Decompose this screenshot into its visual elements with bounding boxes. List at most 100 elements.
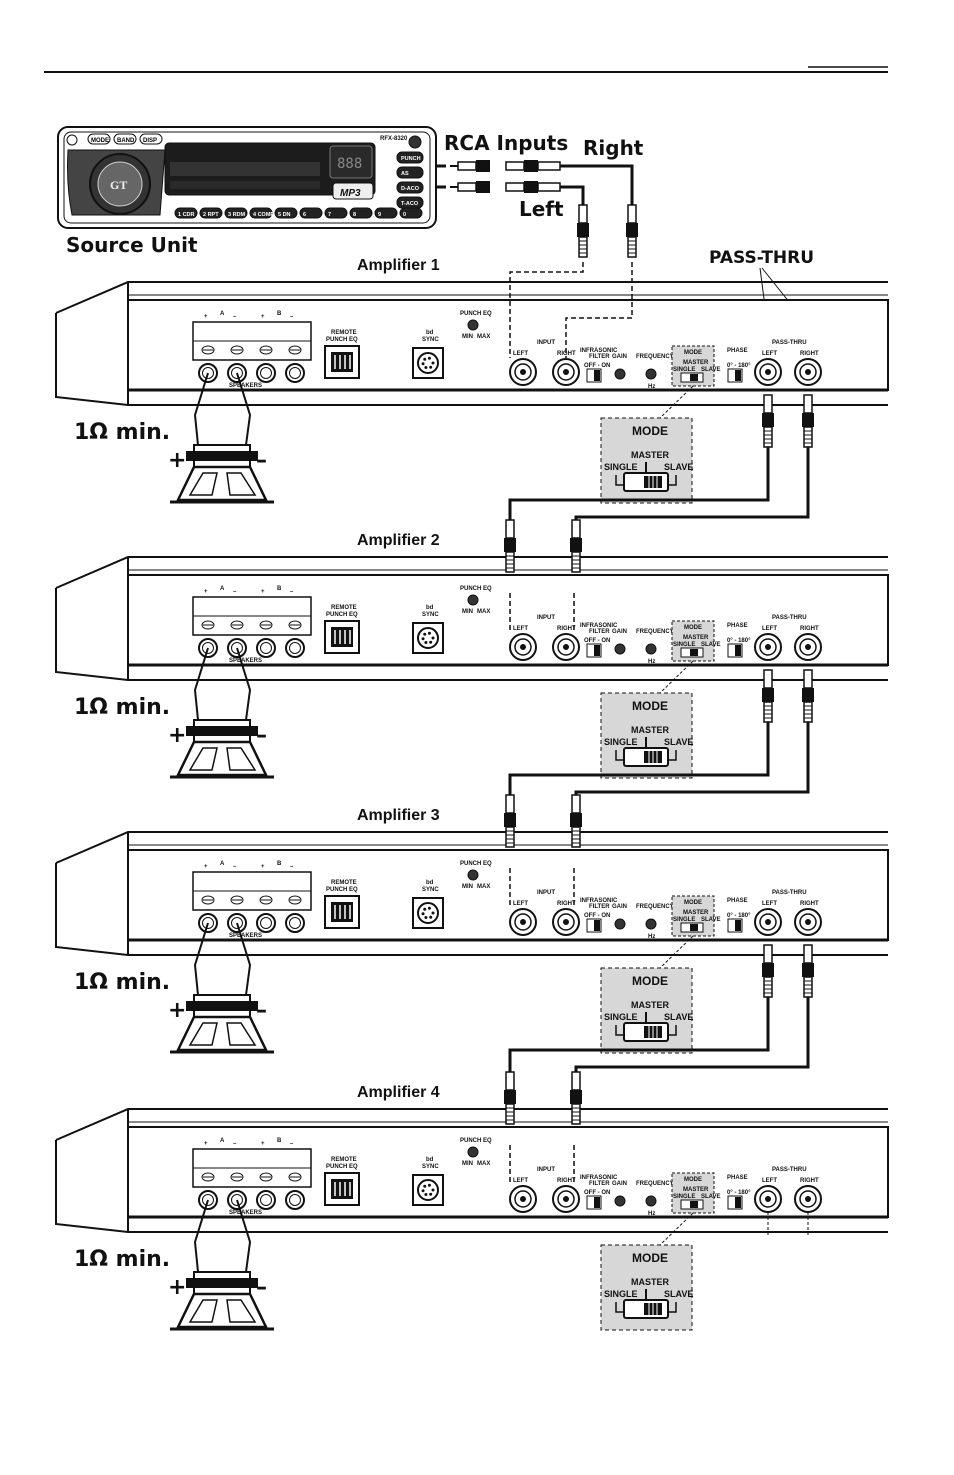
phase-range-label: 0° - 180° bbox=[727, 913, 751, 919]
bd-label: bd bbox=[426, 880, 434, 886]
speaker-basket-window bbox=[188, 472, 218, 496]
source-side-button bbox=[396, 151, 424, 164]
preset-button-label: 5 DN bbox=[278, 212, 291, 218]
terminal-b-label: B bbox=[277, 861, 282, 867]
preset-button bbox=[199, 207, 223, 219]
speaker-impedance-label: 1Ω min. bbox=[74, 1247, 170, 1272]
remote-port-socket bbox=[331, 1179, 353, 1199]
master-label: MASTER bbox=[683, 910, 709, 916]
bd-label: bd bbox=[426, 1157, 434, 1163]
mode-callout-master: MASTER bbox=[631, 1277, 670, 1287]
hz-label: Hz bbox=[648, 934, 655, 940]
rca-plug-icon bbox=[537, 161, 561, 171]
phase-switch-lever bbox=[735, 1197, 741, 1208]
speakers-label: SPEAKERS bbox=[229, 1210, 262, 1216]
frequency-label: FREQUENCY bbox=[636, 354, 674, 360]
preset-button bbox=[374, 207, 398, 219]
speaker-basket-window bbox=[188, 747, 218, 771]
rca-plug-body-icon bbox=[802, 963, 814, 977]
mode-callout-single: SINGLE bbox=[604, 1012, 638, 1022]
sync-port-socket bbox=[417, 352, 439, 374]
rca-plug-icon bbox=[571, 1071, 581, 1091]
speaker-basket-window bbox=[226, 747, 257, 771]
off-on-label: OFF - ON bbox=[584, 913, 610, 919]
preset-button-label: 8 bbox=[353, 212, 356, 218]
input-right-path bbox=[565, 262, 633, 358]
infrasonic-switch-lever bbox=[594, 370, 600, 381]
speaker-wire-negative bbox=[236, 1199, 252, 1273]
pass-thru-label: PASS-THRU bbox=[772, 1167, 807, 1173]
pass-thru-left-label: LEFT bbox=[762, 901, 777, 907]
mode-callout-leader bbox=[659, 385, 694, 419]
speaker-basket-window bbox=[226, 1022, 257, 1046]
off-on-label: OFF - ON bbox=[584, 363, 610, 369]
infrasonic-label: INFRASONIC bbox=[580, 1175, 618, 1181]
infrasonic-label: INFRASONIC bbox=[580, 348, 618, 354]
speaker-post-inner bbox=[289, 917, 301, 929]
speakers-label: SPEAKERS bbox=[229, 658, 262, 664]
amplifier-title: Amplifier 3 bbox=[357, 807, 440, 824]
terminal-a-label: A bbox=[220, 586, 225, 592]
source-button-label: BAND bbox=[117, 138, 135, 144]
infrasonic-label: INFRASONIC bbox=[580, 623, 618, 629]
filter-label: FILTER bbox=[589, 1181, 610, 1187]
input-right-label: RIGHT bbox=[557, 1178, 576, 1184]
master-label: MASTER bbox=[683, 635, 709, 641]
gain-label: GAIN bbox=[612, 354, 627, 360]
speaker-basket-window bbox=[188, 1022, 218, 1046]
sync-port-pin bbox=[424, 641, 428, 645]
master-label: MASTER bbox=[683, 360, 709, 366]
rca-jack-pin bbox=[563, 919, 569, 925]
terminal-minus: – bbox=[290, 314, 294, 320]
sync-port-pin bbox=[429, 1192, 433, 1196]
single-label: SINGLE bbox=[673, 642, 695, 648]
punch-eq-min: MIN bbox=[462, 334, 473, 340]
rca-right-cable bbox=[560, 164, 634, 205]
mode-callout-single: SINGLE bbox=[604, 462, 638, 472]
sync-label: SYNC bbox=[422, 612, 439, 618]
rca-jack-pin bbox=[805, 919, 811, 925]
mode-label: MODE bbox=[684, 900, 702, 906]
terminal-plus: + bbox=[261, 314, 265, 320]
rca-plug-icon bbox=[505, 826, 515, 848]
terminal-b-label: B bbox=[277, 311, 282, 317]
terminal-minus: – bbox=[290, 864, 294, 870]
rca-plug-body-icon bbox=[802, 688, 814, 702]
punch-eq-label: PUNCH EQ bbox=[460, 1138, 492, 1144]
source-unit-label: Source Unit bbox=[66, 233, 198, 257]
off-on-label: OFF - ON bbox=[584, 638, 610, 644]
gain-knob-icon bbox=[614, 1195, 626, 1207]
frequency-knob-icon bbox=[645, 368, 657, 380]
input-left-label: LEFT bbox=[513, 901, 528, 907]
sync-port-socket bbox=[417, 902, 439, 924]
punch-eq-label: PUNCH EQ bbox=[460, 861, 492, 867]
rca-jack-pin bbox=[765, 1196, 771, 1202]
rca-plug-icon bbox=[505, 519, 515, 539]
frequency-knob-icon bbox=[645, 918, 657, 930]
sync-port-pin bbox=[424, 916, 428, 920]
rca-plug-icon bbox=[763, 976, 773, 998]
rca-right-label: Right bbox=[583, 136, 644, 160]
sync-port-socket bbox=[417, 627, 439, 649]
speaker-basket-window bbox=[188, 1299, 218, 1323]
mode-callout-master: MASTER bbox=[631, 1000, 670, 1010]
speaker-magnet-band bbox=[186, 726, 258, 736]
input-left-label: LEFT bbox=[513, 351, 528, 357]
rca-plug-icon bbox=[457, 182, 477, 192]
sync-port-pin bbox=[431, 636, 435, 640]
speaker-post-inner bbox=[231, 642, 243, 654]
rca-plug-icon bbox=[578, 236, 588, 258]
amp-housing-bottom bbox=[55, 863, 888, 956]
pass-thru-label: PASS-THRU bbox=[772, 340, 807, 346]
single-label: SINGLE bbox=[673, 917, 695, 923]
rca-plug-icon bbox=[803, 944, 813, 964]
speaker-post-inner bbox=[260, 1194, 272, 1206]
mode-callout-title: MODE bbox=[632, 424, 668, 438]
terminal-plus: + bbox=[204, 314, 208, 320]
speaker-magnet-band bbox=[186, 451, 258, 461]
punch-eq-max: MAX bbox=[477, 884, 490, 890]
rca-plug-body-icon bbox=[476, 181, 490, 193]
speaker-wire-negative bbox=[236, 647, 252, 721]
phase-label: PHASE bbox=[727, 623, 748, 629]
